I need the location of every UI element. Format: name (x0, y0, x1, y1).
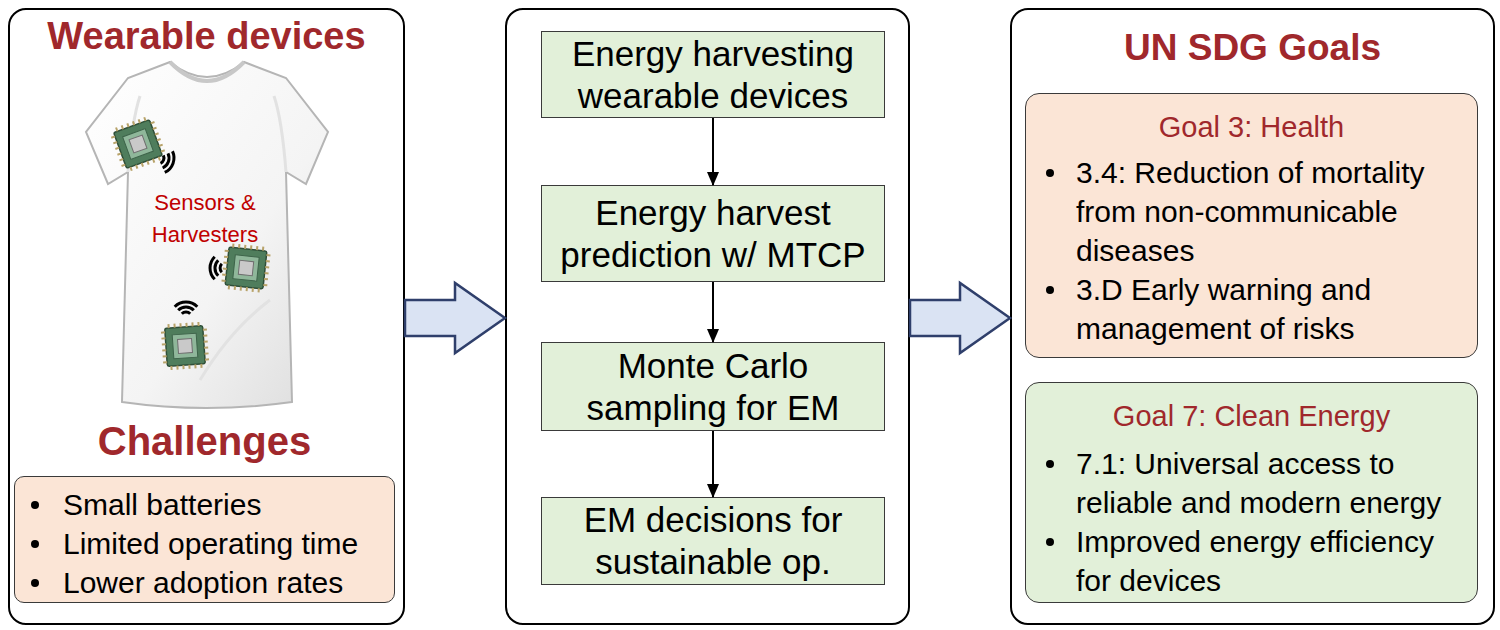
panel-box: Wearable devicesChallengesSmall batterie… (8, 8, 405, 625)
wireless-waves (210, 257, 222, 280)
goal-box: Goal 7: Clean Energy 7.1: Universal acces… (1025, 382, 1478, 603)
bullet-text: Improved energy efficiency for devices (1076, 522, 1461, 600)
bullet-dot (1046, 538, 1054, 546)
goal-box: Goal 3: Health 3.4: Reduction of mortalit… (1025, 93, 1478, 358)
bullet-text: 3.4: Reduction of mortality from non-com… (1076, 153, 1461, 270)
process-box: Energy harvest prediction w/ MTCP (541, 185, 885, 282)
flow-arrow (712, 118, 714, 185)
process-box: EM decisions for sustainable op. (541, 497, 885, 585)
process-text: Monte Carlo sampling for EM (550, 345, 876, 429)
bullet-text: Limited operating time (63, 524, 388, 563)
sensor-chip (109, 115, 168, 174)
bullet-dot (1046, 460, 1054, 468)
illustration-label: Sensors & Harvesters (107, 187, 303, 251)
process-box: Energy harvesting wearable devices (541, 31, 885, 118)
bullet-text: 7.1: Universal access to reliable and mo… (1076, 444, 1461, 522)
bullet-item: Small batteries (15, 485, 388, 524)
bullet-dot (31, 540, 39, 548)
section-heading: Goal 3: Health (1026, 108, 1477, 147)
bullet-text: Lower adoption rates (63, 563, 388, 602)
panel-box: Energy harvesting wearable devicesEnergy… (505, 8, 910, 625)
block-arrow (405, 283, 505, 353)
process-text: EM decisions for sustainable op. (550, 499, 876, 583)
block-arrow (910, 283, 1010, 353)
section-heading: Challenges (15, 419, 394, 463)
panel-box: UN SDG GoalsGoal 3: Health 3.4: Reduction… (1010, 8, 1495, 625)
bullet-dot (31, 501, 39, 509)
tshirt-collar (170, 62, 244, 81)
bullet-item: 3.D Early warning and management of risk… (1026, 270, 1461, 348)
bullet-item: Lower adoption rates (15, 563, 388, 602)
tshirt-body (86, 62, 328, 408)
bullet-text: Small batteries (63, 485, 388, 524)
panel-title: Wearable devices (10, 14, 403, 58)
bullet-item: Improved energy efficiency for devices (1026, 522, 1461, 600)
flow-arrow (712, 282, 714, 342)
bullet-item: Limited operating time (15, 524, 388, 563)
bullet-dot (1046, 286, 1054, 294)
bullet-text: 3.D Early warning and management of risk… (1076, 270, 1461, 348)
section-heading: Goal 7: Clean Energy (1026, 397, 1477, 436)
challenge-box: ChallengesSmall batteriesLimited operati… (14, 476, 395, 603)
wireless-waves (175, 302, 198, 314)
process-text: Energy harvest prediction w/ MTCP (550, 192, 876, 276)
flow-arrow (712, 431, 714, 497)
bullet-dot (31, 579, 39, 587)
bullet-item: 7.1: Universal access to reliable and mo… (1026, 444, 1461, 522)
bullet-item: 3.4: Reduction of mortality from non-com… (1026, 153, 1461, 270)
process-box: Monte Carlo sampling for EM (541, 342, 885, 431)
process-text: Energy harvesting wearable devices (550, 33, 876, 117)
wireless-waves (158, 149, 177, 174)
bullet-dot (1046, 169, 1054, 177)
sensor-chip (160, 321, 209, 370)
sensor-chip (221, 243, 272, 294)
panel-title: UN SDG Goals (1012, 26, 1493, 70)
